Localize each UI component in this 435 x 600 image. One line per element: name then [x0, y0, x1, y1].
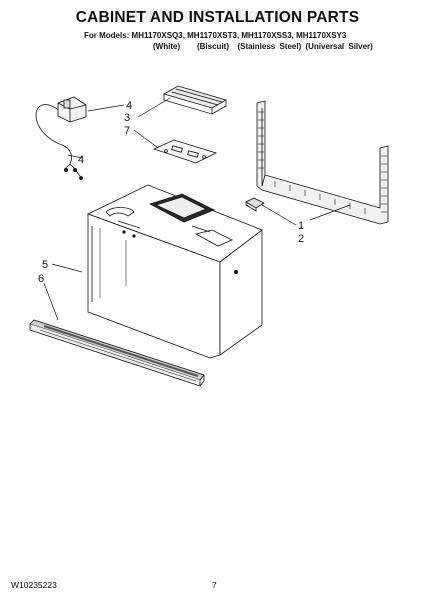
callout-5: 5: [42, 259, 48, 271]
vent-grille: [162, 85, 228, 115]
document-code: W10235223: [11, 580, 57, 590]
callout-1: 1: [298, 220, 304, 232]
callout-4-cord: 4: [78, 154, 84, 166]
watermark-text: AppliancePartsPros.com: [128, 6, 307, 23]
callout-7: 7: [124, 125, 130, 137]
callout-4-top: 4: [126, 100, 132, 112]
color-list: (White) (Biscuit) (Stainless Steel) (Uni…: [153, 42, 373, 51]
cabinet-wrapper: [86, 184, 263, 359]
callout-3: 3: [124, 112, 130, 124]
model-list: For Models: MH1170XSQ3, MH1170XST3, MH11…: [84, 31, 347, 40]
callout-6: 6: [38, 273, 44, 285]
bracket-clip: [245, 197, 265, 212]
damper-cord-assembly: [35, 96, 87, 180]
mounting-plate: [152, 139, 218, 164]
callout-2: 2: [298, 233, 304, 245]
page-title: CABINET AND INSTALLATION PARTS: [75, 9, 360, 26]
page-number: 7: [212, 580, 217, 590]
front-trim-strip: [29, 319, 205, 387]
wall-mounting-bracket: [256, 100, 389, 225]
